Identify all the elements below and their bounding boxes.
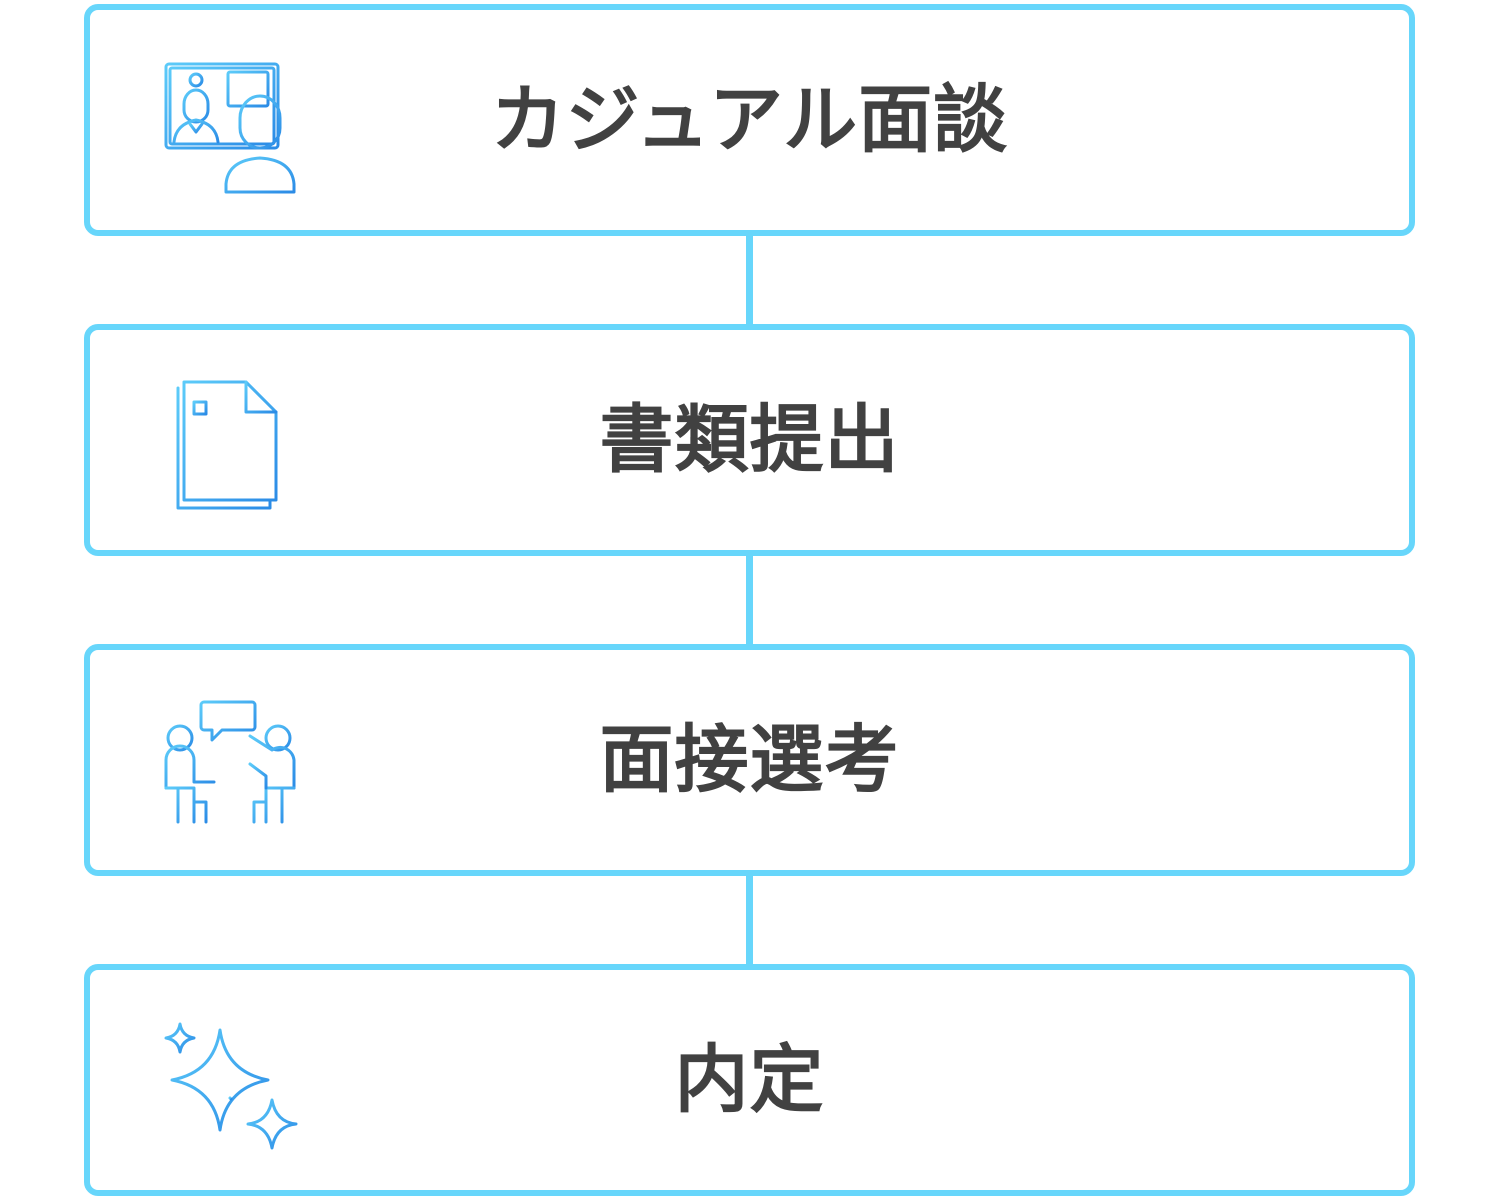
step-document-submission: 書類提出 — [84, 324, 1415, 556]
step-label: カジュアル面談 — [490, 77, 1009, 163]
interview-icon — [160, 698, 300, 838]
connector-line — [746, 236, 753, 324]
sparkle-icon — [160, 1018, 300, 1158]
step-job-offer: 内定 — [84, 964, 1415, 1196]
step-casual-interview: カジュアル面談 — [84, 4, 1415, 236]
step-label: 面接選考 — [599, 717, 900, 803]
step-label: 内定 — [674, 1037, 825, 1123]
connector-line — [746, 876, 753, 964]
connector-line — [746, 556, 753, 644]
video-call-icon — [160, 58, 300, 198]
step-label: 書類提出 — [599, 397, 900, 483]
step-interview-selection: 面接選考 — [84, 644, 1415, 876]
documents-icon — [160, 378, 300, 518]
